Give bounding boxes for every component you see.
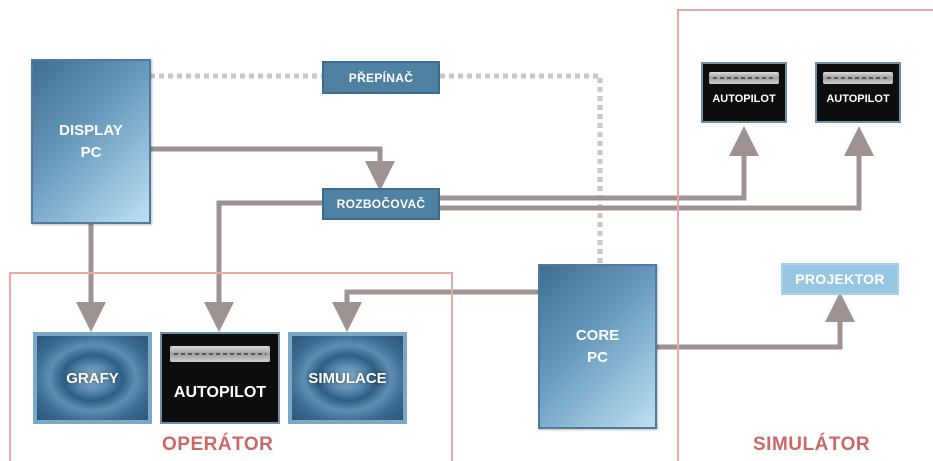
simulator-zone-label: SIMULÁTOR [753,434,871,455]
operator-zone [9,272,453,461]
display-pc-line1: DISPLAY [59,121,123,139]
projektor-node: PROJEKTOR [781,263,899,295]
wire-core-simulace [332,289,540,332]
display-pc: DISPLAY PC [31,59,151,224]
autopilot-sim-2: AUTOPILOT [815,62,901,123]
autopilot-sim-1: AUTOPILOT [701,62,787,123]
core-pc-line1: CORE [575,326,620,344]
autopilot-sim-2-label: AUTOPILOT [826,93,890,105]
autopilot-operator-panel [170,346,270,362]
operator-zone-label: OPERÁTOR [162,434,274,455]
prepinac-node: PŘEPÍNAČ [322,61,440,94]
autopilot-sim-1-panel [709,72,779,84]
core-pc: CORE PC [538,264,657,429]
autopilot-operator: AUTOPILOT [160,332,280,424]
wire-rozbocovac-autopilot-sim-1 [440,126,759,201]
simulace-screen: SIMULACE [288,332,407,424]
autopilot-sim-1-label: AUTOPILOT [712,93,776,105]
wire-core-projektor [656,292,855,350]
autopilot-sim-2-panel [823,72,893,84]
grafy-screen: GRAFY [33,332,152,424]
wire-rozbocovac-autopilot-sim-2 [440,126,874,211]
simulace-label: SIMULACE [308,369,387,387]
display-pc-line2: PC [80,143,102,161]
autopilot-operator-label: AUTOPILOT [173,384,267,401]
dashed-link-display-core [150,73,603,265]
rozbocovac-node: ROZBOČOVAČ [322,188,440,220]
core-pc-line2: PC [587,348,608,366]
wire-rozbocovac-autopilot-operator [204,200,323,332]
grafy-label: GRAFY [66,369,119,387]
wire-display-rozbocovac [150,146,395,191]
simulator-zone [677,9,933,461]
